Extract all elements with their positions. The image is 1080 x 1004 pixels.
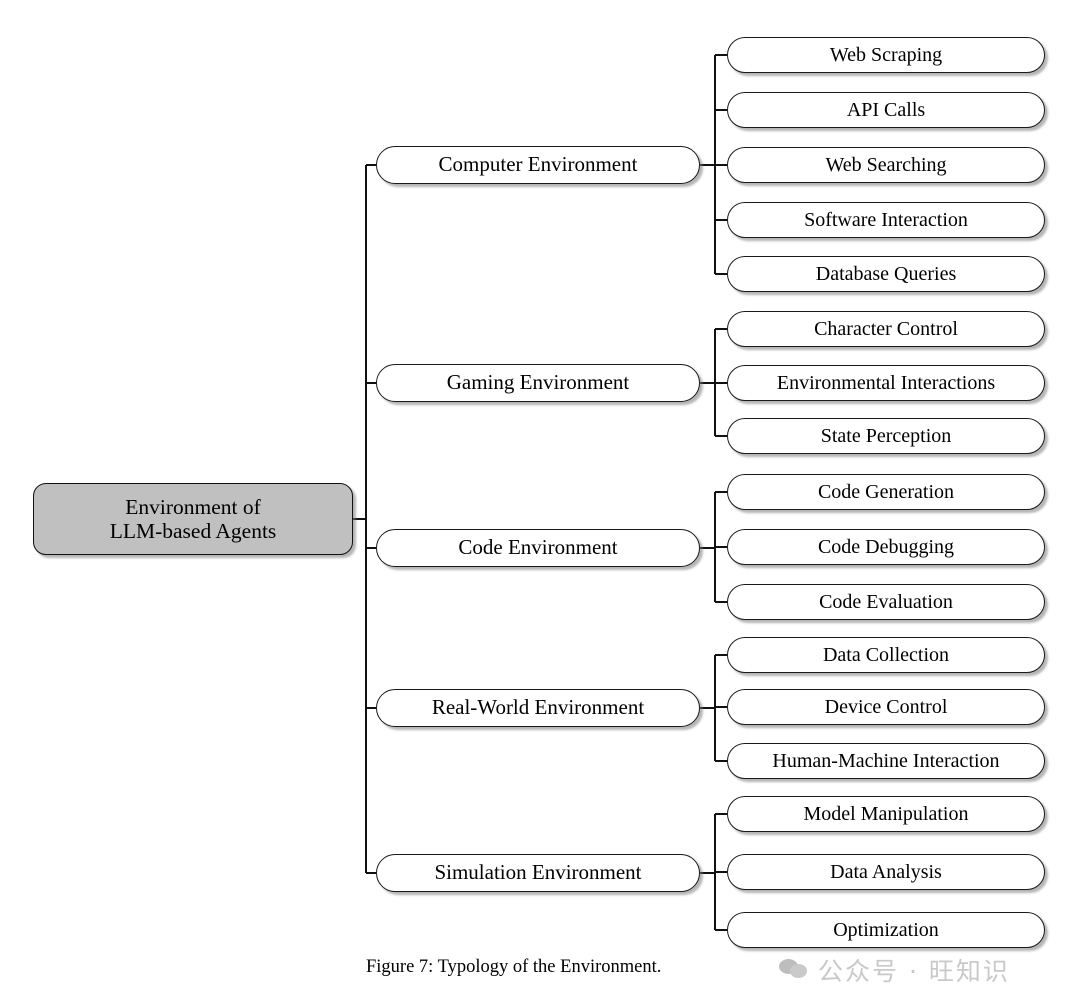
branch-node-label: Gaming Environment (446, 370, 630, 395)
leaf-node-3-2[interactable]: Code Debugging (727, 529, 1045, 565)
leaf-node-5-2[interactable]: Data Analysis (727, 854, 1045, 890)
leaf-node-2-1[interactable]: Character Control (727, 311, 1045, 347)
leaf-node-4-1[interactable]: Data Collection (727, 637, 1045, 673)
leaf-node-4-2[interactable]: Device Control (727, 689, 1045, 725)
leaf-node-label: API Calls (846, 98, 926, 121)
leaf-node-label: Data Analysis (830, 860, 942, 883)
leaf-node-label: Web Scraping (829, 43, 943, 66)
leaf-node-label: Web Searching (825, 153, 947, 176)
branch-node-label: Simulation Environment (434, 860, 642, 885)
leaf-node-label: Data Collection (822, 643, 950, 666)
leaf-node-label: Human-Machine Interaction (772, 749, 1000, 772)
leaf-node-3-3[interactable]: Code Evaluation (727, 584, 1045, 620)
leaf-node-label: Character Control (814, 317, 958, 340)
branch-node-label: Computer Environment (438, 152, 638, 177)
leaf-node-3-1[interactable]: Code Generation (727, 474, 1045, 510)
branch-node-label: Code Environment (458, 535, 618, 560)
leaf-node-1-4[interactable]: Software Interaction (727, 202, 1045, 238)
watermark-text: 公众号 · 旺知识 (818, 957, 1010, 986)
leaf-node-1-3[interactable]: Web Searching (727, 147, 1045, 183)
branch-node-5[interactable]: Simulation Environment (376, 854, 700, 892)
leaf-node-label: Code Evaluation (819, 590, 953, 613)
branch-node-3[interactable]: Code Environment (376, 529, 700, 567)
leaf-node-2-2[interactable]: Environmental Interactions (727, 365, 1045, 401)
root-node[interactable]: Environment of LLM-based Agents (33, 483, 353, 555)
branch-node-1[interactable]: Computer Environment (376, 146, 700, 184)
root-node-label-line2: LLM-based Agents (109, 519, 277, 543)
leaf-node-label: State Perception (820, 424, 952, 447)
leaf-node-label: Code Debugging (817, 535, 955, 558)
leaf-node-label: Model Manipulation (803, 802, 969, 825)
leaf-node-2-3[interactable]: State Perception (727, 418, 1045, 454)
leaf-node-1-1[interactable]: Web Scraping (727, 37, 1045, 73)
leaf-node-4-3[interactable]: Human-Machine Interaction (727, 743, 1045, 779)
branch-node-label: Real-World Environment (431, 695, 645, 720)
leaf-node-1-2[interactable]: API Calls (727, 92, 1045, 128)
leaf-node-label: Device Control (824, 695, 948, 718)
leaf-node-label: Optimization (833, 918, 939, 941)
branch-node-4[interactable]: Real-World Environment (376, 689, 700, 727)
leaf-node-1-5[interactable]: Database Queries (727, 256, 1045, 292)
leaf-node-5-3[interactable]: Optimization (727, 912, 1045, 948)
leaf-node-5-1[interactable]: Model Manipulation (727, 796, 1045, 832)
leaf-node-label: Software Interaction (804, 208, 968, 231)
leaf-node-label: Environmental Interactions (776, 371, 996, 394)
wechat-icon (779, 957, 809, 983)
leaf-node-label: Database Queries (815, 262, 957, 285)
wechat-watermark: 公众号 · 旺知识 (779, 952, 1010, 988)
leaf-node-label: Code Generation (817, 480, 955, 503)
branch-node-2[interactable]: Gaming Environment (376, 364, 700, 402)
root-node-label-line1: Environment of (125, 494, 261, 519)
figure-caption: Figure 7: Typology of the Environment. (366, 957, 662, 977)
